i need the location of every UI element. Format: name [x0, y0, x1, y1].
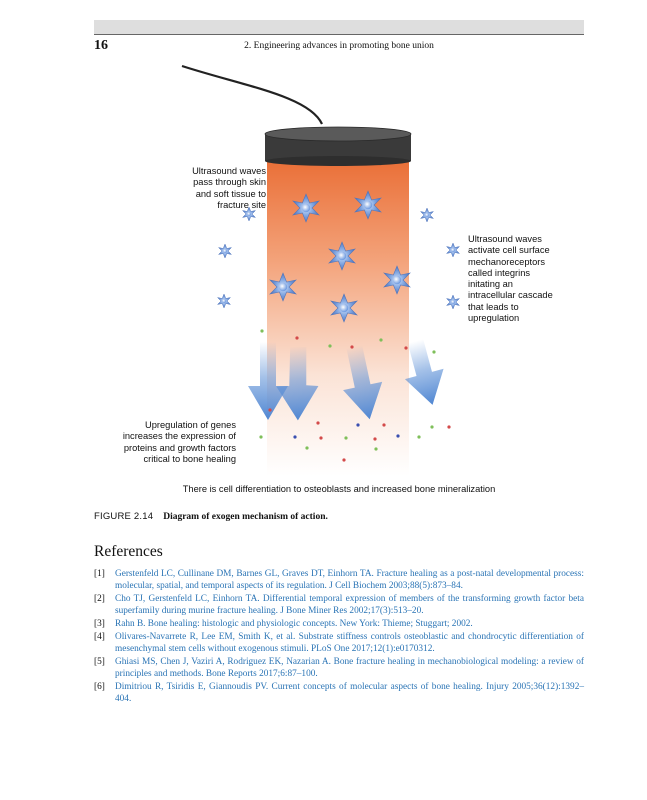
label-integrin-activation: Ultrasound waves activate cell surface m… — [468, 234, 553, 324]
reference-number: [4] — [94, 631, 105, 642]
signal-arrow-icon — [248, 339, 444, 421]
reference-item: [5] Ghiasi MS, Chen J, Vaziri A, Rodrigu… — [94, 656, 584, 681]
reference-item: [3] Rahn B. Bone healing: histologic and… — [94, 618, 584, 630]
running-title: 2. Engineering advances in promoting bon… — [244, 41, 434, 51]
ultrasound-probe-icon — [264, 126, 412, 166]
header-bar — [94, 20, 584, 34]
figure-label: FIGURE 2.14 — [94, 511, 154, 522]
protein-dot-icon — [259, 329, 451, 462]
reference-list: [1] Gerstenfeld LC, Cullinane DM, Barnes… — [94, 568, 584, 706]
reference-number: [5] — [94, 657, 105, 668]
reference-item: [1] Gerstenfeld LC, Cullinane DM, Barnes… — [94, 568, 584, 593]
reference-link[interactable]: Ghiasi MS, Chen J, Vaziri A, Rodriguez E… — [115, 657, 584, 680]
reference-link[interactable]: Cho TJ, Gerstenfeld LC, Einhorn TA. Diff… — [115, 594, 584, 617]
label-gene-upregulation: Upregulation of genes increases the expr… — [122, 420, 236, 464]
header-rule — [94, 34, 584, 35]
references-heading: References — [94, 543, 163, 560]
reference-link[interactable]: Dimitriou R, Tsiridis E, Giannoudis PV. … — [115, 682, 584, 705]
probe-cable — [181, 64, 323, 125]
diagram-graphic — [181, 64, 460, 476]
reference-number: [1] — [94, 569, 105, 579]
reference-item: [2] Cho TJ, Gerstenfeld LC, Einhorn TA. … — [94, 593, 584, 618]
reference-item: [4] Olivares-Navarrete R, Lee EM, Smith … — [94, 631, 584, 656]
figure-caption: FIGURE 2.14 Diagram of exogen mechanism o… — [94, 511, 328, 522]
figure-caption-text: Diagram of exogen mechanism of action. — [163, 512, 328, 522]
reference-number: [6] — [94, 682, 105, 693]
label-wave-penetration: Ultrasound waves pass through skin and s… — [192, 166, 266, 210]
reference-link[interactable]: Rahn B. Bone healing: histologic and phy… — [115, 619, 473, 630]
exogen-diagram: Ultrasound waves pass through skin and s… — [94, 56, 584, 496]
page-number: 16 — [94, 38, 108, 53]
reference-number: [2] — [94, 594, 105, 605]
reference-item: [6] Dimitriou R, Tsiridis E, Giannoudis … — [94, 681, 584, 706]
reference-number: [3] — [94, 619, 105, 630]
reference-link[interactable]: Olivares-Navarrete R, Lee EM, Smith K, e… — [115, 631, 584, 655]
reference-link[interactable]: Gerstenfeld LC, Cullinane DM, Barnes GL,… — [115, 569, 584, 592]
label-cell-differentiation: There is cell differentiation to osteobl… — [182, 484, 496, 494]
